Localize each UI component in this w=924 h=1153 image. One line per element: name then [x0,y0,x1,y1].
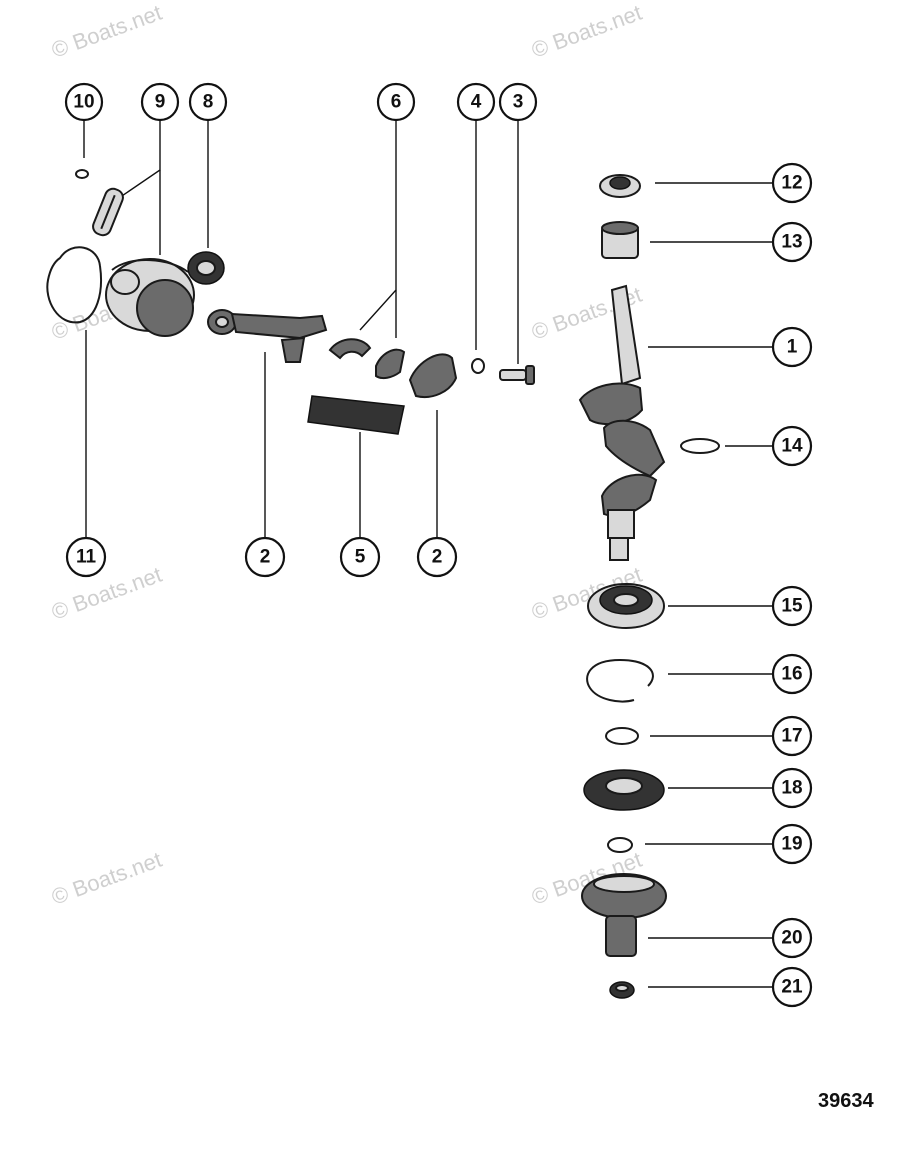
callout-number: 20 [781,928,802,949]
snap-ring-16 [586,659,654,703]
watermark: © Boats.net [48,562,165,625]
callout-4: 4 [456,82,496,122]
needle-bearing [187,251,225,285]
callout-2-rod: 2 [244,536,286,578]
seal-carrier-20 [581,873,667,957]
piston-pin-9 [92,187,124,237]
callout-number: 2 [432,547,443,568]
oil-seal-18 [583,769,665,811]
leader-lines [83,120,772,988]
o-ring-19 [607,837,633,853]
crankshaft-1 [578,284,666,561]
rod-cap-2 [408,353,458,398]
callout-1: 1 [771,326,813,368]
o-ring-17 [605,727,639,745]
callout-number: 9 [155,92,166,113]
callout-number: 15 [781,596,803,617]
callout-13: 13 [771,221,813,263]
callout-21: 21 [771,966,813,1008]
callout-number: 21 [781,977,803,998]
callout-2-cap: 2 [416,536,458,578]
sleeve-21 [609,981,635,999]
watermarks: © Boats.net © Boats.net © Boats.net © Bo… [48,0,645,910]
watermark: © Boats.net [48,0,165,63]
callout-11: 11 [65,536,107,578]
callout-number: 2 [260,547,271,568]
ball-bearing-15 [587,583,665,629]
callout-12: 12 [771,162,813,204]
callout-number: 11 [76,547,97,568]
callout-10: 10 [64,82,104,122]
callout-18: 18 [771,767,813,809]
connecting-rod-2 [207,309,328,363]
watermark: © Boats.net [528,0,645,63]
callout-number: 18 [781,778,802,799]
callout-number: 19 [781,834,802,855]
piston-group [46,169,225,337]
callout-number: 13 [781,232,802,253]
callout-16: 16 [771,653,813,695]
piston-8 [105,258,195,337]
rod-bearing-halves-6 [328,338,406,380]
piston-ring-11 [46,246,102,324]
callout-number: 1 [787,337,798,358]
callout-number: 8 [203,92,214,113]
callout-number: 10 [73,92,94,113]
callout-15: 15 [771,585,813,627]
callout-3: 3 [498,82,538,122]
callout-number: 4 [471,92,482,113]
callout-number: 6 [391,92,402,113]
needle-rollers-5 [307,395,405,435]
callout-6: 6 [376,82,416,122]
callout-9: 9 [140,82,180,122]
callout-8: 8 [188,82,228,122]
retaining-ring-14 [680,438,720,454]
cap-screw-3 [499,365,535,385]
bearing-12 [599,174,641,198]
callout-5: 5 [339,536,381,578]
watermark: © Boats.net [48,847,165,910]
callout-number: 16 [781,664,802,685]
bushing-13 [601,221,639,259]
callout-number: 14 [781,436,803,457]
callout-14: 14 [771,425,813,467]
callout-19: 19 [771,823,813,865]
callout-number: 12 [781,173,802,194]
retaining-ring-10 [75,169,89,179]
callout-number: 5 [355,547,366,568]
drawing-number: 39634 [818,1090,874,1112]
callout-17: 17 [771,715,813,757]
lock-washer-4 [471,358,485,374]
callout-20: 20 [771,917,813,959]
callout-number: 3 [513,92,524,113]
callout-number: 17 [781,726,802,747]
